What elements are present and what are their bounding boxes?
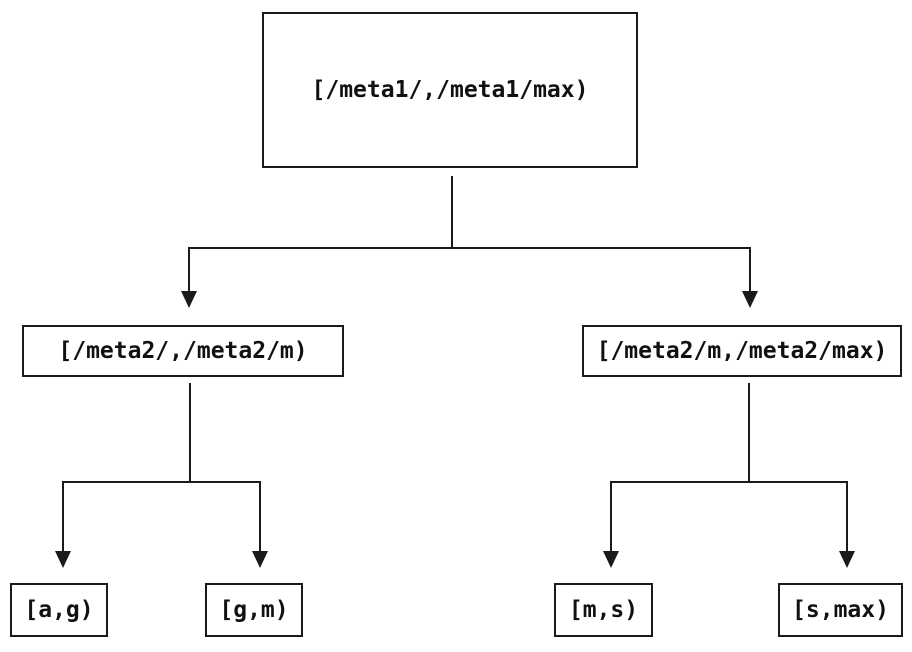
tree-leaf-a-g-label: [a,g) [24, 597, 94, 623]
down-arrowhead-icon [181, 291, 197, 308]
tree-node-meta2-left: [/meta2/,/meta2/m) [22, 325, 344, 377]
connector-root-drop-right [749, 247, 751, 291]
connector-meta2-left-crossbar [62, 481, 261, 483]
connector-meta2-right-crossbar [610, 481, 848, 483]
tree-leaf-g-m-label: [g,m) [219, 597, 289, 623]
tree-leaf-s-max-label: [s,max) [792, 597, 889, 623]
tree-leaf-m-s: [m,s) [554, 583, 653, 637]
connector-root-crossbar [188, 247, 751, 249]
down-arrowhead-icon [603, 551, 619, 568]
tree-leaf-a-g: [a,g) [10, 583, 108, 637]
connector-meta2-right-stem [748, 383, 750, 482]
tree-node-root: [/meta1/,/meta1/max) [262, 12, 638, 168]
connector-meta2-left-stem [189, 383, 191, 482]
tree-leaf-m-s-label: [m,s) [568, 597, 639, 623]
down-arrowhead-icon [839, 551, 855, 568]
down-arrowhead-icon [252, 551, 268, 568]
connector-meta2-left-drop-right [259, 481, 261, 551]
down-arrowhead-icon [742, 291, 758, 308]
connector-meta2-right-drop-right [846, 481, 848, 551]
connector-meta2-right-drop-left [610, 481, 612, 551]
tree-node-meta2-right: [/meta2/m,/meta2/max) [582, 325, 902, 377]
tree-node-root-label: [/meta1/,/meta1/max) [311, 77, 589, 103]
connector-root-stem [451, 176, 453, 248]
tree-node-meta2-left-label: [/meta2/,/meta2/m) [58, 338, 308, 364]
down-arrowhead-icon [55, 551, 71, 568]
tree-leaf-s-max: [s,max) [778, 583, 903, 637]
tree-node-meta2-right-label: [/meta2/m,/meta2/max) [596, 338, 888, 364]
tree-leaf-g-m: [g,m) [205, 583, 303, 637]
connector-root-drop-left [188, 247, 190, 291]
connector-meta2-left-drop-left [62, 481, 64, 551]
